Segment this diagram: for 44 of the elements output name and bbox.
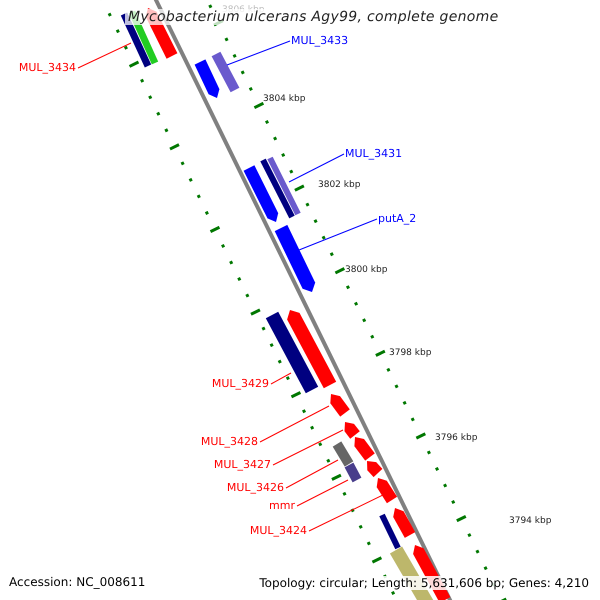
leader-line <box>288 154 344 182</box>
gene-block <box>267 156 301 216</box>
leader-line <box>260 406 330 442</box>
gene-block <box>332 441 354 467</box>
gene-label: mmr <box>269 500 295 511</box>
leader-line <box>286 460 338 488</box>
tick-label: 3800 kbp <box>345 266 388 275</box>
leader-line <box>296 480 348 506</box>
gene-label: MUL_3431 <box>345 148 402 159</box>
gene-block <box>367 461 382 478</box>
gene-block <box>379 514 401 550</box>
gene-block <box>344 462 362 482</box>
gene-block <box>344 422 360 439</box>
leader-line <box>226 40 290 66</box>
tick-label: 3804 kbp <box>263 95 306 104</box>
gene-label: MUL_3433 <box>291 35 348 46</box>
gene-block <box>393 508 416 538</box>
leader-line <box>78 42 132 68</box>
gene-block <box>330 394 350 417</box>
genome-info-text: Topology: circular; Length: 5,631,606 bp; Genes: 4,210 <box>257 576 591 590</box>
gene-block <box>287 310 336 388</box>
gene-label: MUL_3434 <box>18 62 76 73</box>
gene-label: MUL_3426 <box>226 482 284 493</box>
gene-label: MUL_3424 <box>250 525 307 536</box>
gene-label: MUL_3427 <box>214 459 271 470</box>
tick-label: 3802 kbp <box>318 181 360 190</box>
leader-line <box>308 494 384 532</box>
tick-label: 3796 kbp <box>435 434 478 443</box>
accession-text: Accession: NC_008611 <box>9 576 146 588</box>
gene-block <box>376 478 398 504</box>
gene-label: MUL_3428 <box>200 436 258 447</box>
gene-label: putA_2 <box>378 213 416 224</box>
tick-label: 3794 kbp <box>509 517 552 526</box>
gene-block <box>244 165 278 222</box>
gene-block <box>260 158 295 218</box>
gene-block <box>274 224 316 292</box>
gene-block <box>194 59 220 98</box>
leader-line <box>298 218 378 250</box>
gene-block <box>354 437 375 461</box>
leader-line <box>270 372 292 384</box>
gene-block <box>212 52 240 92</box>
gene-label: MUL_3429 <box>212 378 269 389</box>
leader-line <box>272 430 344 466</box>
tick-label: 3798 kbp <box>389 349 432 358</box>
